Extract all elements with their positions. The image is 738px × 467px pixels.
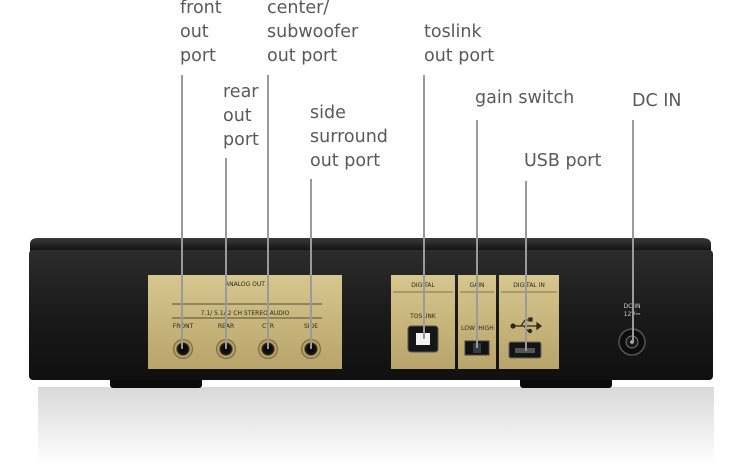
callout-side-surround-out-port: side surround out port <box>310 103 388 171</box>
gain-low-label: LOW <box>461 325 475 332</box>
leader-line-gain <box>476 120 478 348</box>
device-top-edge <box>30 238 711 252</box>
rear-out-jack[interactable] <box>216 339 236 359</box>
callout-front-out-port: front out port <box>180 0 222 66</box>
leader-line-side <box>310 179 312 349</box>
device-back-panel <box>29 250 713 380</box>
leader-line-front <box>181 75 183 349</box>
leader-line-dcin <box>632 120 634 342</box>
port-label-front: FRONT <box>173 323 194 330</box>
center-out-jack[interactable] <box>258 339 278 359</box>
side-out-jack[interactable] <box>301 339 321 359</box>
leader-line-usb <box>525 181 527 351</box>
callout-rear-out-port: rear out port <box>223 82 259 150</box>
callout-gain-switch: gain switch <box>475 88 575 108</box>
callout-center-subwoofer-out-port: center/ subwoofer out port <box>267 0 359 66</box>
leader-line-center <box>267 75 269 349</box>
leader-line-toslink <box>423 75 425 339</box>
callout-usb-port: USB port <box>524 151 602 171</box>
digital-in-title: DIGITAL IN <box>513 282 545 289</box>
usb-symbol-icon <box>510 317 542 334</box>
analog-out-subtitle: 7.1/ 5.1/ 2 CH STEREO AUDIO <box>201 310 290 317</box>
callout-toslink-out-port: toslink out port <box>424 22 495 66</box>
callout-dc-in: DC IN <box>632 91 682 111</box>
leader-line-rear <box>225 158 227 349</box>
analog-out-title: ANALOG OUT <box>225 281 265 288</box>
device-reflection <box>38 387 714 465</box>
front-out-jack[interactable] <box>173 339 193 359</box>
gain-high-label: HIGH <box>478 325 493 332</box>
